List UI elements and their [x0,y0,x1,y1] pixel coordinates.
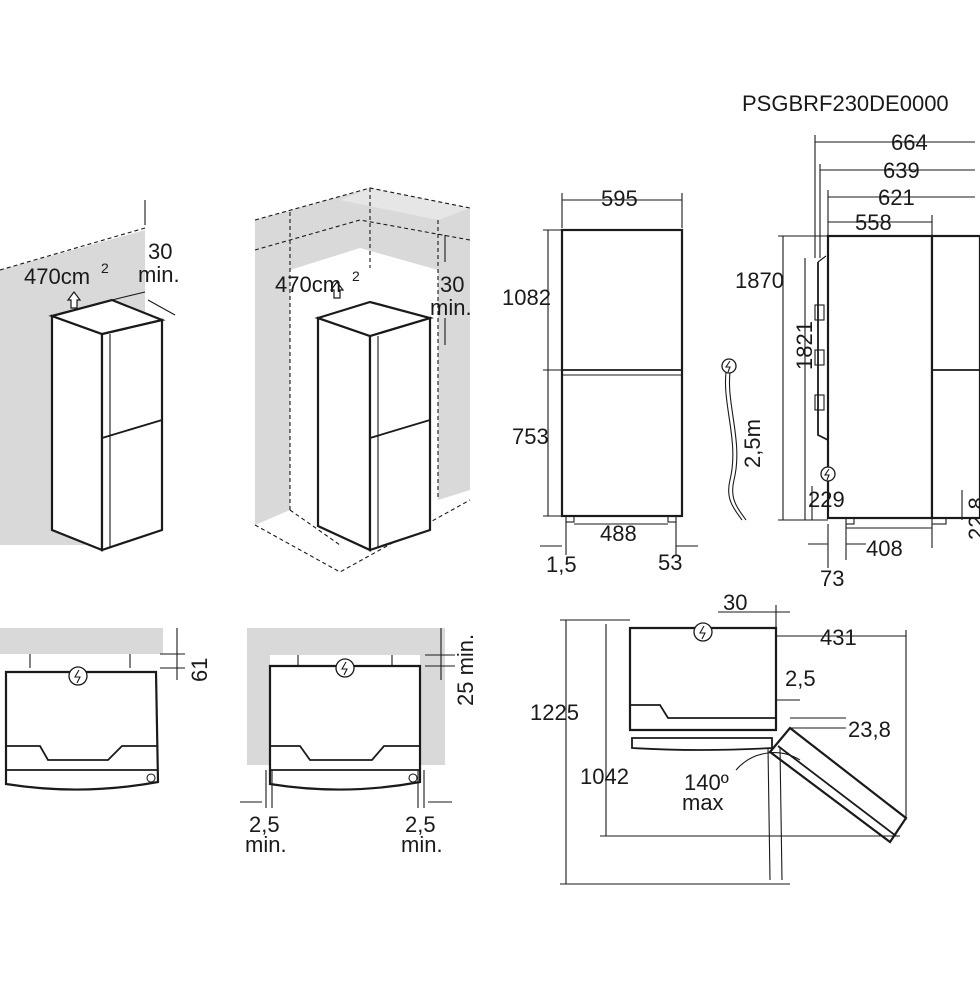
door-top-30-label: 30 [723,590,747,615]
door-23-8-label: 23,8 [848,717,891,742]
door-1042-label: 1042 [580,764,629,789]
depth-664-label: 664 [891,130,928,155]
side-gap-left-label: 2,5 [249,812,280,837]
arrow-up-icon [329,281,345,299]
open-door [768,726,908,844]
foot-span-label: 488 [600,521,637,546]
front-view: 595 1082 753 488 1,5 53 [502,186,698,577]
fridge-side [50,314,104,552]
side-body [826,234,934,520]
plug-icon [693,622,713,642]
side-gap-right-label: 2,5 [405,812,436,837]
top-body-1 [4,670,160,791]
door-431-label: 431 [820,625,857,650]
niche-walls [255,188,470,525]
side-view: 664 639 621 558 1870 1821 229 408 73 22,… [735,130,980,591]
door-1225-label: 1225 [530,700,579,725]
area-sup-1: 2 [101,260,109,276]
gap-min-label-1: min. [138,262,180,287]
foot-408-label: 408 [866,536,903,561]
door-angle-label: 140º [684,770,729,795]
top-rear-gap-label: 61 [187,658,212,682]
height-1870-label: 1870 [735,268,784,293]
door-opening-view: 30 431 2,5 23,8 1225 1042 140º max [530,590,908,885]
plug-icon [721,358,737,374]
height-1821-label: 1821 [792,321,817,370]
front-width-label: 595 [601,186,638,211]
plug-icon [335,658,355,678]
top-body-2 [268,664,422,791]
depth-639-label: 639 [883,158,920,183]
left-foot-label: 1,5 [546,552,577,577]
gap-30-label-1: 30 [148,239,172,264]
side-gap-left-min-label: min. [245,832,287,857]
side-bottom-label: 22,8 [964,497,980,540]
gap-30-label-2: 30 [440,272,464,297]
plug-icon [68,666,88,686]
niche-top-walls [247,628,445,765]
top-view-wall: 61 [0,628,212,791]
foot-73-label: 73 [820,566,844,591]
fridge-top [48,298,166,336]
niche-view: 470cm 2 30 min. [254,187,472,573]
freestanding-view: 470cm 2 30 min. [0,200,180,552]
gap-min-label-2: min. [430,295,472,320]
front-height-bottom-label: 753 [512,424,549,449]
outlet-229-label: 229 [808,487,845,512]
door-angle-max-label: max [682,790,724,815]
plug-icon [820,466,836,482]
top-wall [0,628,163,654]
arrow-up-icon [66,291,82,309]
area-label-2: 470cm [275,272,341,297]
side-gap-right-min-label: min. [401,832,443,857]
area-sup-2: 2 [352,268,360,284]
fridge-front-outline [560,228,684,518]
open-body [628,626,778,732]
right-foot-label: 53 [658,550,682,575]
depth-621-label: 621 [878,185,915,210]
front-height-top-label: 1082 [502,285,551,310]
depth-558-label: 558 [855,210,892,235]
area-label-1: 470cm [24,264,90,289]
model-code: PSGBRF230DE0000 [742,91,949,116]
top-view-niche: 25 min. 2,5 min. 2,5 min. [240,628,478,857]
niche-rear-gap-label: 25 min. [453,634,478,706]
door-2-5-label: 2,5 [785,666,816,691]
cable-length-label: 2,5m [740,419,765,468]
power-cable: 2,5m [721,358,765,521]
